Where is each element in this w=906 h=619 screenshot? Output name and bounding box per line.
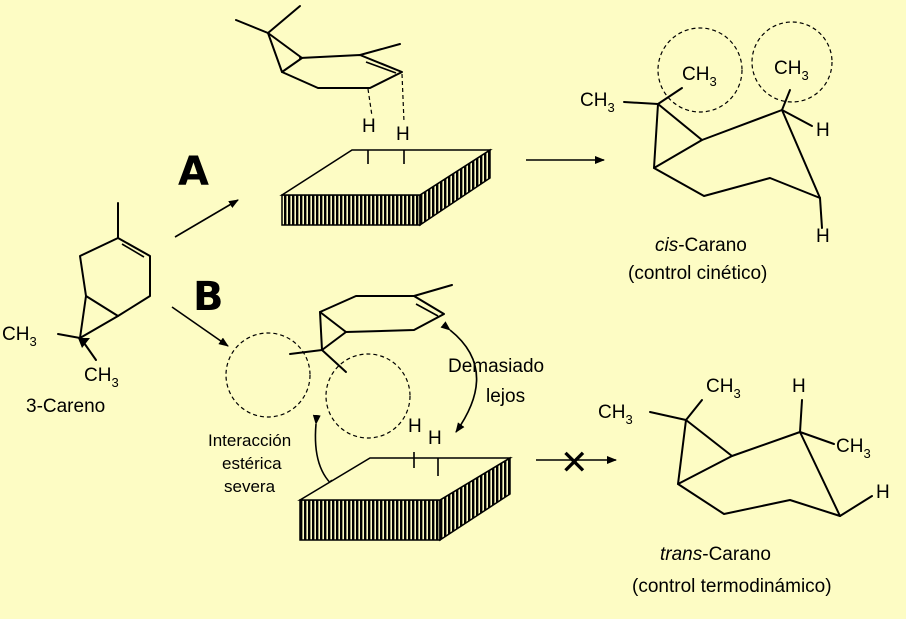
- carene-ch3-bottom: CH3: [84, 365, 119, 390]
- cis-ch3-1: CH3: [682, 64, 717, 89]
- cis-name: cis-Carano: [655, 235, 747, 256]
- trans-h-right: H: [876, 482, 890, 503]
- steric-circle-cis-2: [751, 21, 833, 103]
- steric-line1: Interacción: [208, 431, 291, 450]
- carene-ring: [79, 202, 151, 317]
- reactant-3-carene: CH3 CH3 3-Careno: [2, 202, 151, 417]
- carene-methyl-bottom: [81, 339, 97, 361]
- cis-h-top: H: [816, 120, 830, 141]
- cis-ch3-left: CH3: [580, 90, 615, 115]
- trans-ch3-right: CH3: [836, 436, 871, 461]
- path-b-h1: H: [408, 416, 422, 437]
- catalyst-surface-b: [297, 452, 513, 542]
- steric-line2: estérica: [222, 454, 282, 473]
- product-trans-carane: CH3 CH3 H CH3 H trans-Carano (control te…: [598, 376, 890, 597]
- path-a-approach: H H: [235, 5, 410, 145]
- trans-ch3-top: CH3: [706, 376, 741, 401]
- carene-double-bond: [121, 243, 145, 258]
- too-far-line2: lejos: [486, 386, 525, 407]
- steric-arrow: [312, 414, 337, 489]
- trans-name: trans-Carano: [660, 544, 771, 565]
- too-far-arrow: [440, 321, 478, 433]
- arrow-path-b: [171, 306, 229, 347]
- carene-ch3-left: CH3: [2, 324, 37, 349]
- cis-h-bottom: H: [816, 226, 830, 247]
- trans-ch3-left: CH3: [598, 402, 633, 427]
- cis-ch3-2: CH3: [774, 58, 809, 83]
- steric-circle-b-1: [225, 332, 311, 418]
- path-a-h2: H: [396, 124, 410, 145]
- product-cis-carane: CH3 CH3 CH3 H H cis-Carano (control ciné…: [580, 21, 833, 284]
- steric-line3: severa: [224, 477, 276, 496]
- blocked-mark: ✕: [560, 444, 589, 482]
- carene-cyclopropane: [79, 295, 119, 339]
- path-a-h1: H: [362, 116, 376, 137]
- too-far-line1: Demasiado: [448, 356, 544, 377]
- path-a-label: A: [178, 149, 209, 195]
- trans-h-top: H: [792, 376, 806, 397]
- path-b-h2: H: [428, 428, 442, 449]
- steric-circle-cis-1: [657, 27, 743, 113]
- reactant-name: 3-Careno: [26, 396, 105, 417]
- trans-caption: (control termodinámico): [632, 576, 832, 597]
- path-b-label: B: [193, 274, 224, 320]
- arrow-path-a: [174, 199, 239, 238]
- cis-caption: (control cinético): [628, 263, 767, 284]
- carene-methyl-left: [57, 333, 81, 339]
- path-b-approach: H H Demasiado lejos Interacción estérica…: [208, 284, 544, 496]
- steric-circle-b-2: [325, 353, 411, 439]
- catalyst-surface-a: [279, 148, 493, 227]
